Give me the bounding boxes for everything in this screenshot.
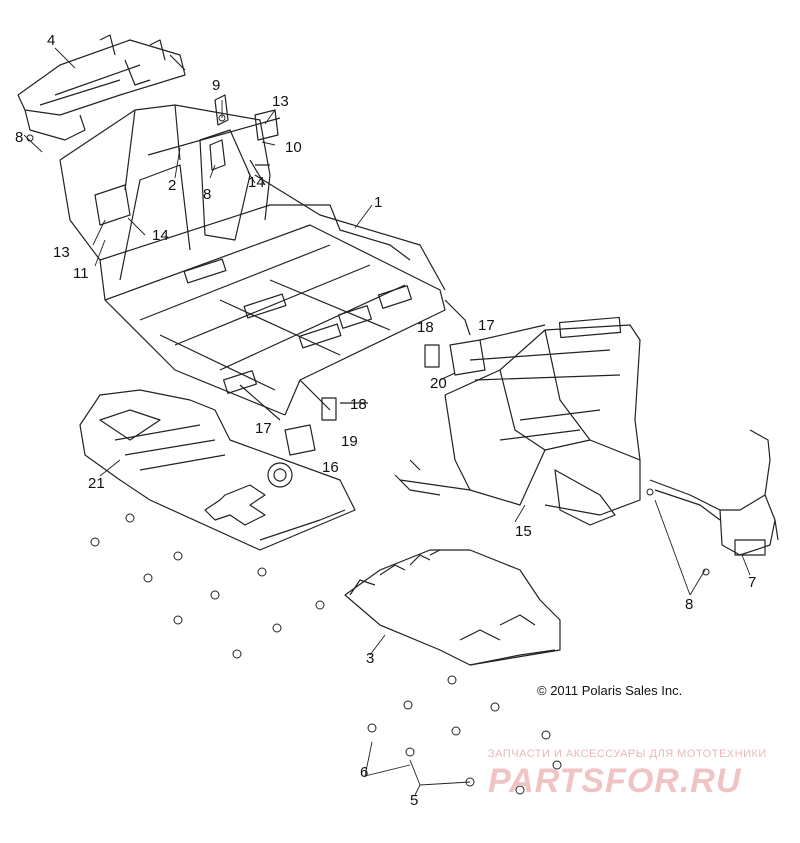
rear-rack-part [17,34,186,141]
callout-18-lower: 18 [350,396,367,413]
callout-21: 21 [88,475,105,492]
callout-13-upper: 13 [272,93,289,110]
callout-7: 7 [748,574,757,591]
watermark-logo[interactable]: PARTSFOR.RU [488,762,742,800]
callout-10: 9 [212,77,221,94]
center-skid-plate-part [344,549,561,666]
callout-2: 2 [168,177,177,194]
callout-5: 5 [410,792,419,809]
copyright-notice: © 2011 Polaris Sales Inc. [537,683,683,698]
callout-9: 8 [203,186,212,203]
watermark-tagline: ЗАПЧАСТИ И АКСЕССУАРЫ ДЛЯ МОТОТЕХНИКИ [488,748,767,760]
callout-8-rear: 8 [15,129,24,146]
callout-12: 11 [73,265,89,282]
callout-14-lower: 14 [152,227,169,244]
mount-plate-parts [284,339,486,456]
leader-lines [23,47,751,796]
callout-4: 4 [47,32,56,49]
callout-17-lower: 17 [255,420,272,437]
bracket-parts [94,94,279,226]
rear-skid-plate-part [79,389,356,551]
callout-1: 1 [374,194,383,211]
callout-13-lower: 13 [53,244,70,261]
callout-11: 10 [285,139,302,156]
callout-8-front: 8 [685,596,694,613]
callout-6: 6 [360,764,369,781]
front-bumper-part [649,429,779,556]
callout-14-upper: 14 [248,174,265,191]
cross-tube-part [147,117,281,156]
callout-17-upper: 17 [478,317,495,334]
main-frame-part [59,104,471,421]
callout-19: 19 [341,433,358,450]
callout-16: 16 [322,459,339,476]
callout-20: 20 [430,375,447,392]
front-frame-part [394,316,641,526]
callout-15: 15 [515,523,532,540]
fastener-nuts [26,114,710,795]
callout-18-upper: 18 [417,319,434,336]
callout-3: 3 [366,650,375,667]
